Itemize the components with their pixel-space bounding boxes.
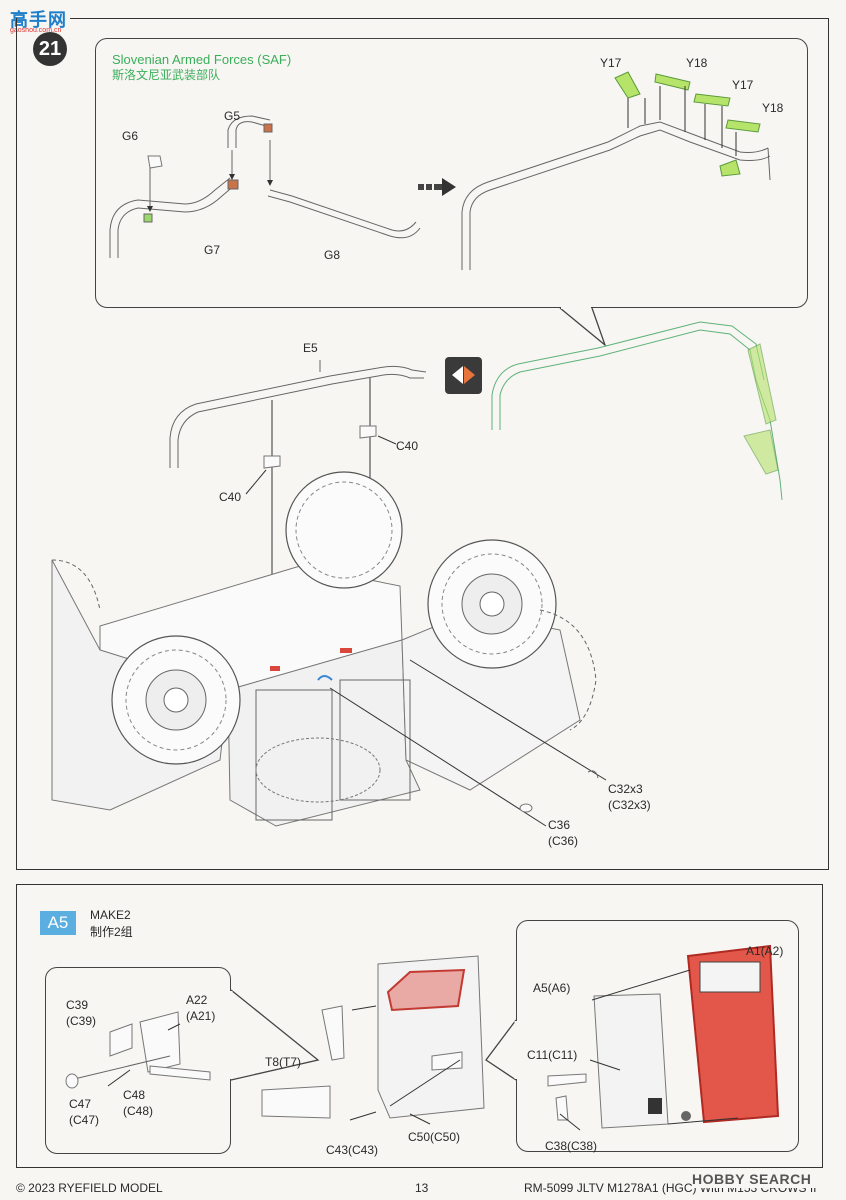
label-a21-paren: (A21) — [186, 1009, 216, 1023]
saf-title-cn: 斯洛文尼亚武装部队 — [112, 68, 221, 82]
watermark-url: gaoshou.com.cn — [10, 27, 62, 34]
a5-title-cn: 制作2组 — [90, 925, 133, 939]
saf-title-en: Slovenian Armed Forces (SAF) — [112, 52, 292, 67]
label-y18-a: Y18 — [686, 56, 708, 70]
hobby-search-text: HOBBY SEARCH — [692, 1171, 812, 1187]
label-g8: G8 — [324, 248, 341, 262]
label-c47-paren: (C47) — [69, 1113, 100, 1127]
watermark-logo: 高手网 gaoshou.com.cn — [8, 6, 78, 36]
label-y18-b: Y18 — [762, 101, 784, 115]
footer-copyright: © 2023 RYEFIELD MODEL — [16, 1181, 163, 1195]
label-g6: G6 — [122, 129, 139, 143]
saf-inset-box — [95, 38, 808, 308]
step-number-badge: 21 — [33, 32, 67, 66]
label-c48: C48 — [123, 1088, 146, 1102]
label-c11: C11(C11) — [527, 1048, 578, 1062]
label-c40-left: C40 — [219, 490, 242, 504]
label-g7: G7 — [204, 243, 221, 257]
step-number: 21 — [38, 38, 62, 60]
direction-arrow — [418, 178, 456, 196]
a5-badge: A5 — [40, 911, 76, 935]
wheels — [51, 471, 597, 765]
label-c48-paren: (C48) — [123, 1104, 154, 1118]
label-c50: C50(C50) — [408, 1130, 461, 1144]
label-c43: C43(C43) — [326, 1143, 379, 1157]
label-c32: C32x3 — [608, 782, 643, 796]
step-21-panel — [16, 18, 829, 870]
label-a1a2: A1(A2) — [746, 944, 784, 958]
label-c39: C39 — [66, 998, 89, 1012]
panel-top-border — [70, 18, 829, 19]
a5-title-en: MAKE2 — [90, 908, 131, 922]
label-c47: C47 — [69, 1097, 92, 1111]
label-y17-b: Y17 — [732, 78, 754, 92]
hobby-search-logo: HOBBY SEARCH — [692, 1170, 840, 1188]
label-c39-paren: (C39) — [66, 1014, 97, 1028]
label-a5a6: A5(A6) — [533, 981, 571, 995]
label-y17-a: Y17 — [600, 56, 622, 70]
watermark-name: 高手网 — [10, 10, 67, 30]
label-e5: E5 — [303, 341, 318, 355]
label-g5: G5 — [224, 109, 241, 123]
label-t8: T8(T7) — [265, 1055, 301, 1069]
label-c36-paren: (C36) — [548, 834, 579, 848]
label-c32-paren: (C32x3) — [608, 798, 651, 812]
a5-panel — [16, 884, 823, 1168]
footer-page-number: 13 — [415, 1181, 429, 1195]
label-c38: C38(C38) — [545, 1139, 598, 1153]
label-a22: A22 — [186, 993, 208, 1007]
label-c36: C36 — [548, 818, 571, 832]
label-c40-right: C40 — [396, 439, 419, 453]
a5-badge-text: A5 — [47, 913, 69, 932]
swap-icon — [445, 357, 482, 394]
y-parts — [614, 71, 761, 177]
